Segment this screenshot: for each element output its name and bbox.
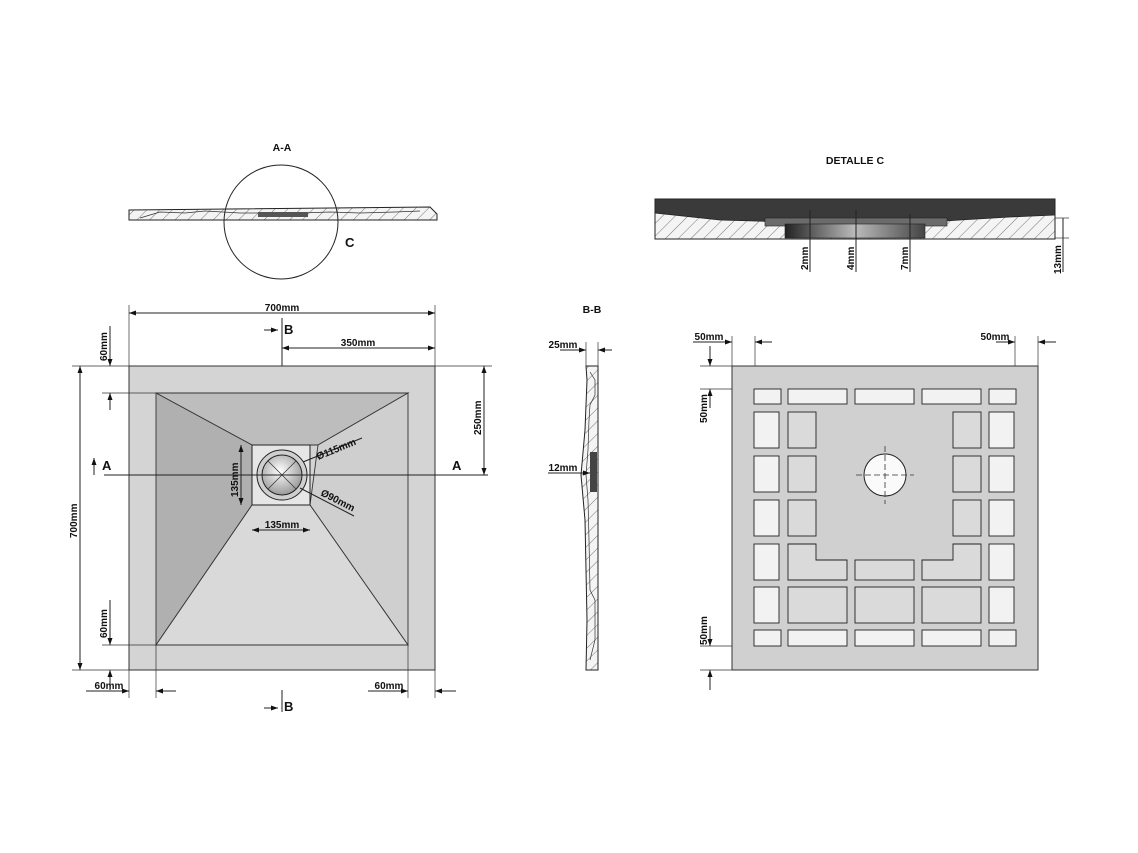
- section-bb-profile: [580, 365, 599, 671]
- rib-cell: [753, 543, 780, 581]
- rib-cell: [753, 455, 780, 493]
- dim-bottom-left-label: 50mm: [695, 332, 724, 343]
- detail-c-marker: C: [345, 235, 355, 250]
- rib-cell: [952, 455, 982, 493]
- rib-cell: [854, 388, 915, 405]
- detail-dim-13mm: 13mm: [1053, 245, 1064, 274]
- rib-cell: [921, 543, 982, 581]
- rib-cell: [753, 586, 780, 624]
- detail-dim-4mm: 4mm: [846, 247, 857, 270]
- rib-cell: [787, 543, 848, 581]
- detail-dim-2mm: 2mm: [800, 247, 811, 270]
- section-aa-title: A-A: [273, 142, 292, 154]
- cut-b-label-bottom: B: [284, 699, 293, 714]
- rib-cell: [854, 586, 915, 624]
- top-view: 700mm 350mm B B Ø115mm Ø90mm 135mm 13: [69, 303, 492, 714]
- dim-drain-offset-label: 250mm: [473, 400, 484, 435]
- dim-width-label: 700mm: [265, 303, 300, 314]
- detail-c-circle: [223, 164, 339, 280]
- rib-cell: [988, 388, 1017, 405]
- diam-inner-leader: [299, 487, 355, 517]
- rib-cell: [952, 499, 982, 537]
- cut-b-label-top: B: [284, 322, 293, 337]
- rib-cell: [753, 388, 782, 405]
- rib-cell: [988, 455, 1015, 493]
- rib-cell: [952, 411, 982, 449]
- rib-cell: [988, 629, 1017, 647]
- detail-c-drain-body: [784, 223, 926, 239]
- rib-cell: [921, 388, 982, 405]
- rib-cell: [787, 629, 848, 647]
- rib-cell: [988, 586, 1015, 624]
- rib-cell: [787, 455, 817, 493]
- rib-cell: [988, 543, 1015, 581]
- rib-cell: [988, 499, 1015, 537]
- rib-cell: [787, 388, 848, 405]
- cut-a-label-left: A: [102, 458, 112, 473]
- section-bb-drain: [590, 452, 597, 492]
- rib-cell: [753, 499, 780, 537]
- rib-cell: [787, 586, 848, 624]
- rib-cell: [787, 411, 817, 449]
- rib-cell: [921, 629, 982, 647]
- cut-a-label-right: A: [452, 458, 462, 473]
- rib-cell: [787, 499, 817, 537]
- dim-drain-box-w-label: 135mm: [265, 520, 300, 531]
- section-aa-drain: [258, 212, 308, 217]
- detail-c-title: DETALLE C: [826, 155, 885, 167]
- detail-c: DETALLE C 2mm 4mm 7mm 13mm: [654, 155, 1069, 274]
- dim-bottom-top-label: 50mm: [699, 394, 710, 423]
- dim-bottom-right-label: 50mm: [981, 332, 1010, 343]
- rib-cell: [854, 629, 915, 647]
- dim-drain-box-h-label: 135mm: [230, 462, 241, 497]
- dim-drain-depth-label: 12mm: [549, 463, 578, 474]
- dim-margin-top-label: 60mm: [99, 332, 110, 361]
- dim-half-width-label: 350mm: [341, 338, 376, 349]
- section-bb: B-B 25mm 12mm: [548, 304, 612, 671]
- dim-margin-bottom-label: 60mm: [99, 609, 110, 638]
- dim-height-label: 700mm: [69, 503, 80, 538]
- dim-margin-left-label: 60mm: [95, 681, 124, 692]
- rib-cell: [921, 586, 982, 624]
- section-bb-title: B-B: [583, 304, 602, 316]
- diam-outer-leader: [302, 437, 363, 463]
- rib-cell: [753, 411, 780, 449]
- bottom-view: 50mm 50mm 50mm 50mm: [693, 332, 1056, 690]
- detail-dim-7mm: 7mm: [900, 247, 911, 270]
- rib-cell: [988, 411, 1015, 449]
- section-aa: A-A C: [128, 142, 438, 280]
- rib-cell: [753, 629, 782, 647]
- dim-bottom-bottom-label: 50mm: [699, 616, 710, 645]
- rib-cell: [854, 559, 915, 581]
- dim-thickness-label: 25mm: [549, 340, 578, 351]
- dim-margin-right-label: 60mm: [375, 681, 404, 692]
